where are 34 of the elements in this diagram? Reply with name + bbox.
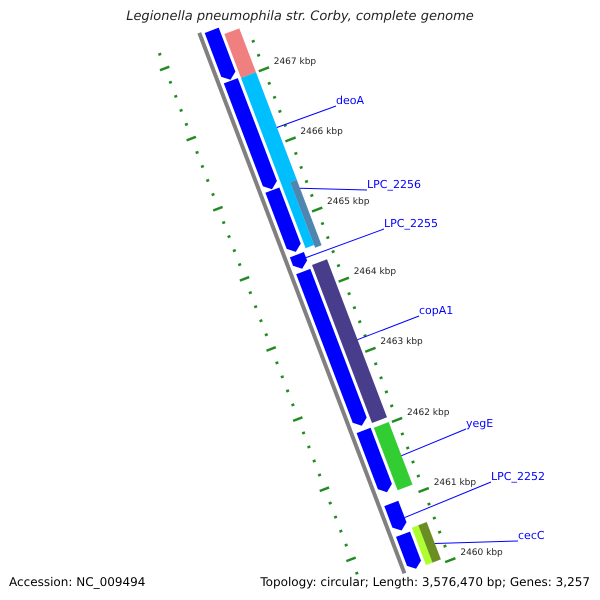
gene-feature xyxy=(396,532,421,569)
gene-label: LPC_2252 xyxy=(491,470,545,483)
gene-feature xyxy=(374,422,412,490)
scale-label: 2461 kbp xyxy=(434,476,476,490)
gene-feature xyxy=(290,252,308,269)
scale-label: 2460 kbp xyxy=(460,547,503,560)
accession-text: Accession: NC_009494 xyxy=(9,576,146,589)
scale-label: 2467 kbp xyxy=(274,56,316,69)
leader-line xyxy=(357,316,420,340)
leader-line xyxy=(434,540,518,544)
gene-label: LPC_2256 xyxy=(367,178,421,191)
gene-feature xyxy=(265,188,301,252)
gene-label: copA1 xyxy=(419,304,454,317)
gene-feature xyxy=(356,428,392,492)
scale-label: 2462 kbp xyxy=(407,406,450,420)
gene-feature xyxy=(224,28,256,78)
gene-feature xyxy=(412,522,441,566)
gene-feature xyxy=(204,28,236,80)
leader-line xyxy=(276,106,336,128)
gene-label: deoA xyxy=(336,94,364,107)
gene-feature xyxy=(384,500,406,530)
gene-feature xyxy=(290,180,322,248)
leader-line xyxy=(404,482,492,518)
scale-label: 2463 kbp xyxy=(380,336,423,350)
leader-line xyxy=(401,428,466,456)
gene-label: LPC_2255 xyxy=(384,217,438,230)
scale-label: 2466 kbp xyxy=(300,126,343,139)
scale-label: 2464 kbp xyxy=(354,266,396,280)
scale-label: 2465 kbp xyxy=(327,196,370,209)
gene-label: yegE xyxy=(466,417,494,430)
gene-feature xyxy=(224,78,277,190)
genome-info-text: Topology: circular; Length: 3,576,470 bp; Genes: 3,257 xyxy=(260,576,590,589)
leader-line xyxy=(306,228,384,258)
gene-label: cecC xyxy=(518,529,545,542)
